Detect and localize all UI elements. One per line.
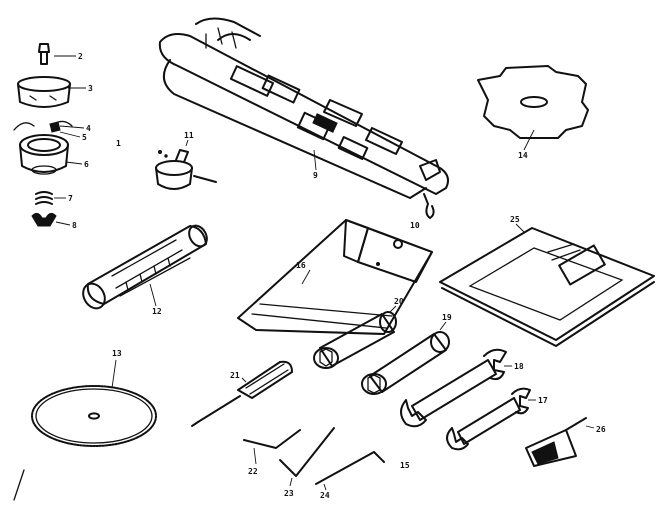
callout-10: 10 [410, 221, 420, 230]
part-7-spring [35, 191, 53, 205]
part-13-saw-blade [31, 359, 157, 447]
callout-14: 14 [518, 151, 528, 160]
callout-9: 9 [313, 171, 318, 180]
part-23-hex-key [279, 427, 335, 487]
part-22-hex-key [243, 429, 301, 465]
part-21-screwdriver [191, 360, 293, 427]
part-14-star-blade [477, 65, 589, 151]
part-24-hex-key [315, 451, 385, 491]
part-8-wing-nut [31, 212, 57, 227]
callout-18: 18 [514, 362, 524, 371]
part-18-open-end-wrench [400, 348, 512, 428]
callout-20: 20 [394, 297, 404, 306]
part-26-scraper [525, 417, 595, 467]
callout-16: 16 [296, 261, 306, 270]
part-2-bolt [38, 43, 50, 65]
callout-labels: 1 2 3 4 5 6 7 8 9 10 11 12 13 14 15 16 1… [68, 52, 606, 500]
stray-line [13, 469, 25, 501]
callout-19: 19 [442, 313, 452, 322]
callout-4: 4 [86, 124, 91, 133]
callout-15: 15 [400, 461, 410, 470]
callout-21: 21 [230, 371, 240, 380]
callout-25: 25 [510, 215, 520, 224]
part-20-socket-wrench [313, 305, 397, 369]
callout-23: 23 [284, 489, 294, 498]
part-19-box-wrench [361, 321, 450, 395]
part-16-tool-pouch [237, 219, 433, 335]
callout-6: 6 [84, 160, 89, 169]
callout-11: 11 [184, 131, 194, 140]
trimmer-head-assembly [13, 43, 73, 227]
part-6-hub [19, 134, 69, 175]
callout-22: 22 [248, 467, 258, 476]
part-25-manual [439, 223, 655, 347]
callout-13: 13 [112, 349, 122, 358]
callout-8: 8 [72, 221, 77, 230]
part-17-open-end-wrench [446, 387, 536, 451]
callout-1: 1 [116, 139, 121, 148]
callout-17: 17 [538, 396, 548, 405]
callout-24: 24 [320, 491, 330, 500]
part-9-harness [158, 17, 449, 219]
part-4-5-line-spool [13, 120, 73, 133]
callout-2: 2 [78, 52, 83, 61]
callout-3: 3 [88, 84, 93, 93]
part-12-handle-grip [82, 224, 208, 310]
callout-7: 7 [68, 194, 73, 203]
callout-26: 26 [596, 425, 606, 434]
callout-5: 5 [82, 133, 87, 142]
part-11-clamp [155, 139, 217, 190]
leaders-head [54, 55, 86, 226]
part-3-cover [17, 76, 71, 108]
callout-12: 12 [152, 307, 162, 316]
